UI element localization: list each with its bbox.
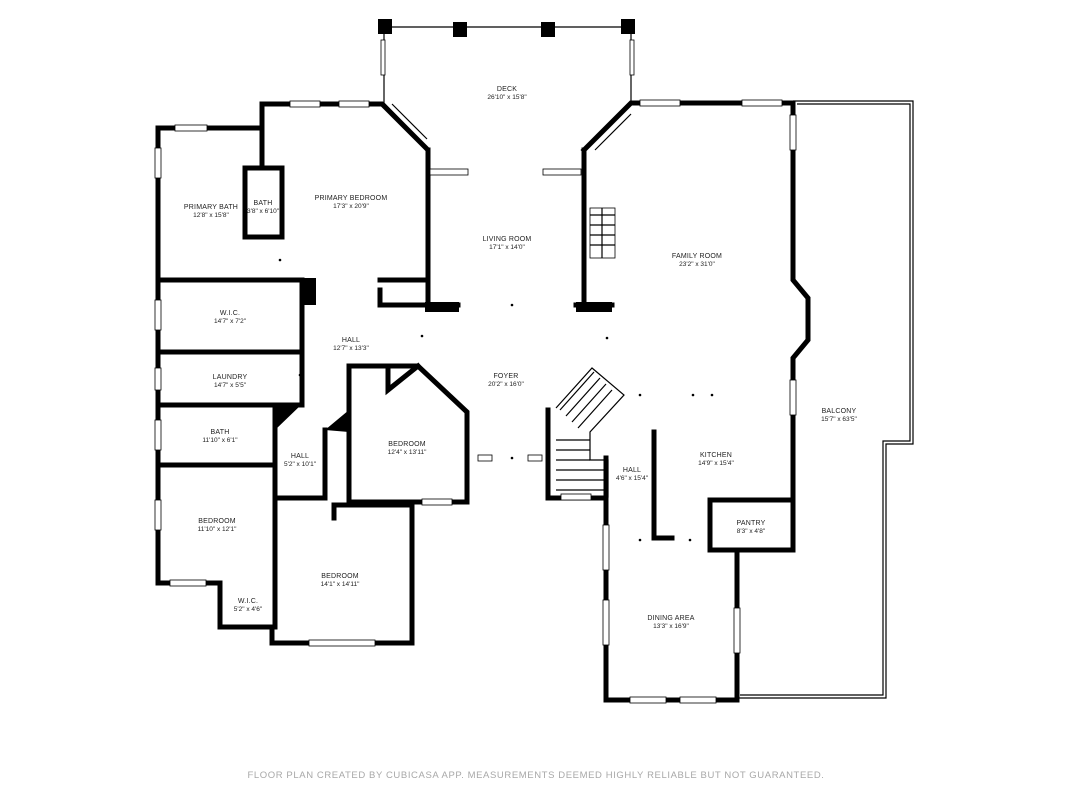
- svg-text:5'2" x 4'6": 5'2" x 4'6": [234, 606, 263, 613]
- svg-text:W.I.C.: W.I.C.: [220, 310, 240, 317]
- svg-text:PRIMARY BEDROOM: PRIMARY BEDROOM: [315, 195, 388, 202]
- svg-text:LIVING ROOM: LIVING ROOM: [483, 236, 532, 243]
- svg-text:BEDROOM: BEDROOM: [388, 441, 426, 448]
- svg-text:4'6" x 15'4": 4'6" x 15'4": [616, 475, 649, 482]
- svg-text:DECK: DECK: [497, 86, 517, 93]
- svg-text:DINING AREA: DINING AREA: [647, 615, 694, 622]
- svg-text:11'10" x 6'1": 11'10" x 6'1": [202, 437, 238, 444]
- svg-text:PRIMARY BATH: PRIMARY BATH: [184, 204, 238, 211]
- door-markers: [228, 258, 714, 542]
- room-wic-2: W.I.C.5'2" x 4'6": [234, 598, 263, 613]
- svg-text:KITCHEN: KITCHEN: [700, 452, 732, 459]
- svg-text:FAMILY ROOM: FAMILY ROOM: [672, 253, 722, 260]
- svg-text:20'2" x 16'0": 20'2" x 16'0": [488, 381, 524, 388]
- svg-text:12'8" x 15'8": 12'8" x 15'8": [193, 212, 229, 219]
- svg-text:PANTRY: PANTRY: [737, 520, 766, 527]
- svg-text:14'7" x 7'2": 14'7" x 7'2": [214, 318, 247, 325]
- svg-text:3'8" x 6'10": 3'8" x 6'10": [247, 208, 280, 215]
- interior-walls: [155, 165, 796, 630]
- svg-text:15'7" x 63'5": 15'7" x 63'5": [821, 416, 857, 423]
- svg-text:14'7" x 5'5": 14'7" x 5'5": [214, 382, 247, 389]
- balcony-outline: [737, 100, 914, 699]
- svg-text:13'3" x 16'9": 13'3" x 16'9": [653, 623, 689, 630]
- svg-text:17'1" x 14'0": 17'1" x 14'0": [489, 244, 525, 251]
- windows: [154, 99, 797, 704]
- svg-text:BATH: BATH: [211, 429, 230, 436]
- svg-text:23'2" x 31'0": 23'2" x 31'0": [679, 261, 715, 268]
- deck-outline: [378, 19, 635, 151]
- svg-text:BEDROOM: BEDROOM: [198, 518, 236, 525]
- footer-disclaimer: FLOOR PLAN CREATED BY CUBICASA APP. MEAS…: [247, 770, 824, 781]
- svg-text:BEDROOM: BEDROOM: [321, 573, 359, 580]
- svg-text:FOYER: FOYER: [493, 373, 518, 380]
- svg-text:17'3" x 20'9": 17'3" x 20'9": [333, 203, 369, 210]
- svg-text:26'10" x 15'8": 26'10" x 15'8": [487, 94, 527, 101]
- svg-text:BATH: BATH: [254, 200, 273, 207]
- svg-text:12'4" x 13'11": 12'4" x 13'11": [388, 449, 427, 456]
- svg-text:HALL: HALL: [291, 453, 309, 460]
- svg-text:HALL: HALL: [342, 337, 360, 344]
- svg-text:8'3" x 4'8": 8'3" x 4'8": [737, 528, 766, 535]
- svg-text:W.I.C.: W.I.C.: [238, 598, 258, 605]
- svg-text:11'10" x 12'1": 11'10" x 12'1": [198, 526, 237, 533]
- svg-text:14'1" x 14'11": 14'1" x 14'11": [321, 581, 360, 588]
- svg-text:HALL: HALL: [623, 467, 641, 474]
- fixtures: [275, 207, 616, 432]
- svg-text:14'9" x 15'4": 14'9" x 15'4": [698, 460, 734, 467]
- svg-text:LAUNDRY: LAUNDRY: [213, 374, 248, 381]
- svg-text:12'7" x 13'3": 12'7" x 13'3": [333, 345, 369, 352]
- room-wic-1: W.I.C.14'7" x 7'2": [214, 310, 247, 325]
- svg-text:5'2" x 10'1": 5'2" x 10'1": [284, 461, 317, 468]
- svg-text:BALCONY: BALCONY: [822, 408, 857, 415]
